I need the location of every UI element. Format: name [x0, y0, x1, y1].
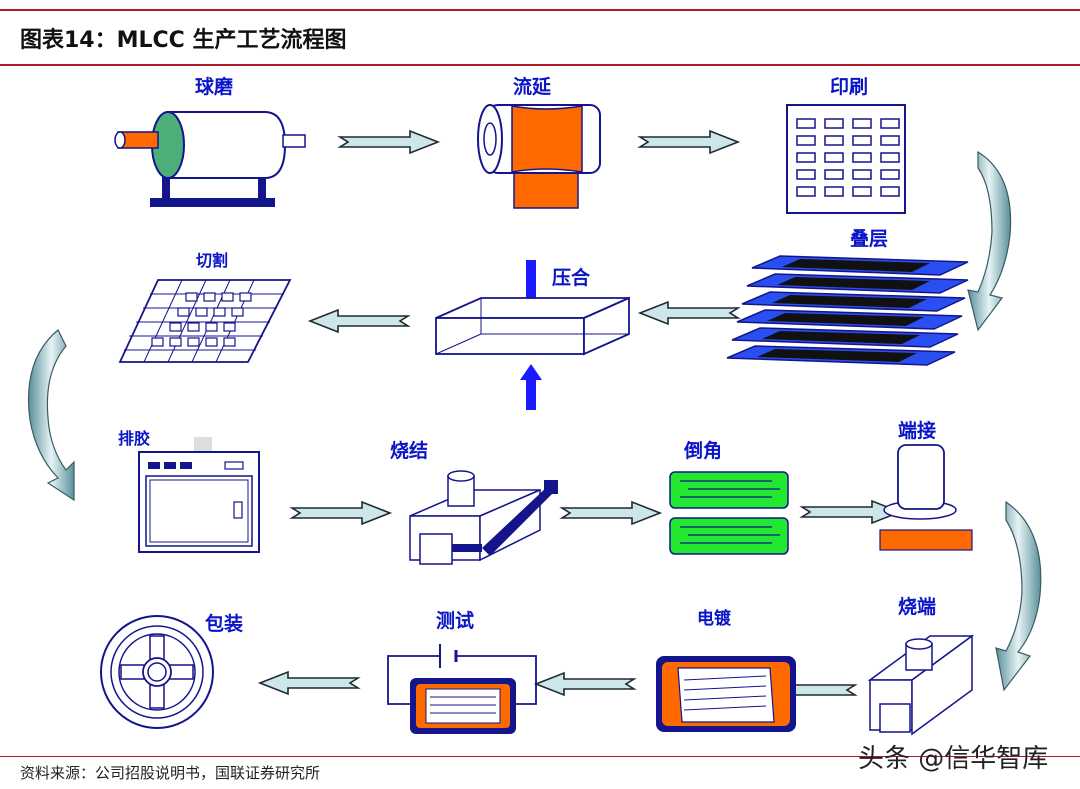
sintering-furnace-icon — [409, 470, 558, 565]
arrow-sintering-to-chamfering — [561, 501, 661, 525]
curve-arrow-cutting-to-binder-removal — [27, 329, 75, 502]
arrow-stacking-to-pressing — [639, 301, 739, 325]
label-testing: 测试 — [436, 610, 474, 632]
plating-chip-icon — [656, 656, 796, 732]
label-ball-mill: 球磨 — [195, 75, 233, 98]
title-rule — [0, 64, 1080, 66]
footer-rule — [0, 756, 1080, 757]
curve-arrow-printing-to-stacking — [967, 150, 1012, 332]
label-chamfering: 倒角 — [683, 439, 722, 462]
chamfering-chips-icon — [669, 471, 789, 555]
label-binder-removal: 排胶 — [118, 429, 150, 448]
label-cutting: 切割 — [196, 251, 228, 270]
arrow-ball-mill-to-casting — [339, 130, 439, 154]
ball-mill-icon — [114, 111, 306, 207]
firing-termination-furnace-icon — [867, 634, 975, 736]
label-casting: 流延 — [513, 75, 552, 98]
stacking-icon — [726, 255, 969, 366]
source-note: 资料来源：公司招股说明书，国联证券研究所 — [20, 764, 321, 782]
label-pressing: 压合 — [552, 266, 591, 289]
packaging-reel-icon — [100, 615, 214, 729]
arrow-pressing-to-cutting — [309, 309, 409, 333]
arrow-testing-to-packaging — [259, 671, 359, 695]
label-firing-termination: 烧端 — [898, 595, 936, 618]
testing-circuit-icon — [387, 644, 537, 734]
label-stacking: 叠层 — [850, 228, 888, 250]
curve-arrow-termination-to-firing — [995, 500, 1042, 692]
pressing-icon — [435, 260, 630, 410]
printing-icon — [786, 104, 906, 214]
label-packaging: 包装 — [205, 612, 243, 635]
label-printing: 印刷 — [830, 76, 868, 98]
arrow-plating-to-testing — [535, 672, 635, 696]
arrow-binder-removal-to-sintering — [291, 501, 391, 525]
label-sintering: 烧结 — [390, 439, 428, 462]
casting-icon — [477, 104, 601, 209]
label-plating: 电镀 — [697, 608, 732, 629]
termination-icon — [879, 444, 973, 551]
arrow-casting-to-printing — [639, 130, 739, 154]
label-termination: 端接 — [898, 419, 936, 442]
cutting-icon — [118, 279, 292, 363]
binder-removal-oven-icon — [138, 437, 260, 553]
top-rule — [0, 9, 1080, 11]
watermark: 头条 @信华智库 — [858, 744, 1049, 774]
figure-title: 图表14：MLCC 生产工艺流程图 — [20, 28, 347, 53]
